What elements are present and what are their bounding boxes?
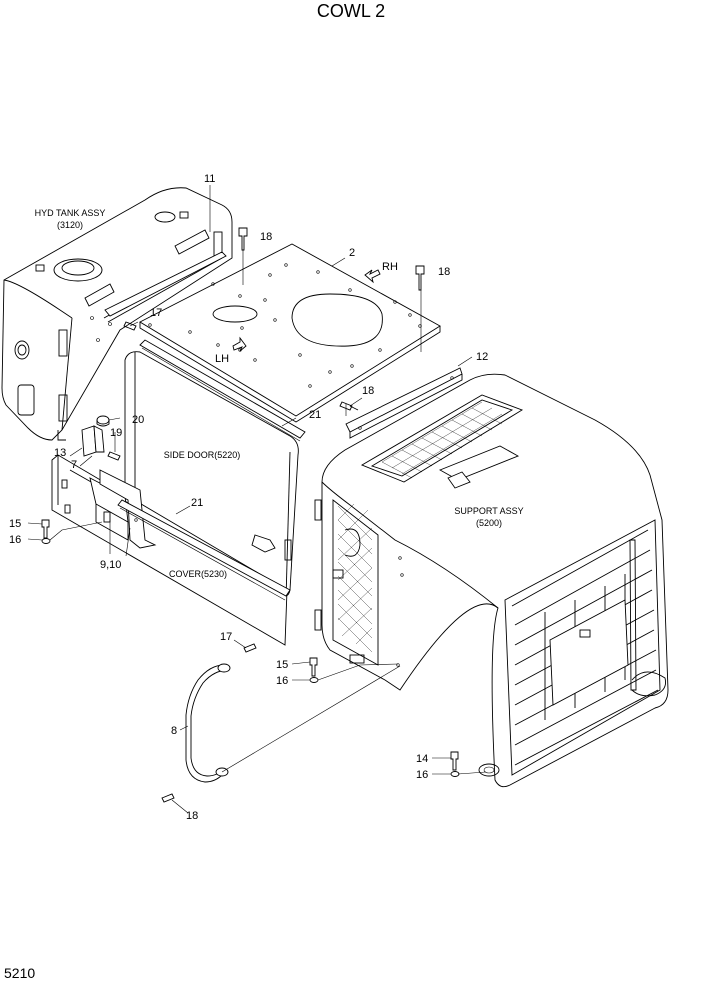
lh-direction-label: LH: [215, 353, 229, 365]
strip-21-upper: [139, 339, 306, 442]
page-number: 5210: [4, 965, 35, 981]
callout-13: 13: [54, 447, 66, 459]
callout-14: 14: [416, 753, 428, 765]
callout-12: 12: [476, 351, 488, 363]
callout-15: 15: [9, 518, 21, 530]
callout-19: 19: [110, 427, 122, 439]
page-title: COWL 2: [317, 1, 385, 21]
callout-18: 18: [186, 810, 198, 822]
plate-2: [139, 243, 441, 423]
side-door-label: SIDE DOOR(5220): [164, 450, 241, 460]
callout-21: 21: [309, 409, 321, 421]
support-assy-label: SUPPORT ASSY: [454, 506, 523, 516]
support-assy-code: (5200): [476, 518, 502, 528]
rh-direction-label: RH: [382, 261, 398, 273]
leader-lines: [27, 185, 487, 814]
callout-numbers: 11 18 2 18 17 12 18 21 20 19 13 7 21 15 …: [9, 173, 488, 822]
callout-16: 16: [416, 769, 428, 781]
rail-12: [345, 367, 463, 439]
callout-17: 17: [220, 631, 232, 643]
callout-20: 20: [132, 414, 144, 426]
callout-18: 18: [362, 385, 374, 397]
callout-17: 17: [150, 307, 162, 319]
callout-16: 16: [9, 534, 21, 546]
strip-21-lower: [117, 499, 291, 601]
callout-16: 16: [276, 675, 288, 687]
callout-18: 18: [438, 266, 450, 278]
support-assembly: [314, 373, 669, 788]
callout-21: 21: [191, 497, 203, 509]
callout-7: 7: [71, 459, 77, 471]
hyd-tank-code: (3120): [57, 220, 83, 230]
callout-9-10: 9,10: [100, 559, 121, 571]
callout-15: 15: [276, 659, 288, 671]
hyd-tank-label: HYD TANK ASSY: [35, 208, 106, 218]
callout-2: 2: [349, 247, 355, 259]
handle-8: [185, 663, 231, 783]
cover-label: COVER(5230): [169, 569, 227, 579]
assembly-labels: HYD TANK ASSY (3120) SIDE DOOR(5220) SUP…: [35, 208, 524, 579]
callout-8: 8: [171, 725, 177, 737]
callout-18: 18: [260, 231, 272, 243]
rail-11: [104, 251, 227, 317]
callout-11: 11: [204, 173, 215, 185]
